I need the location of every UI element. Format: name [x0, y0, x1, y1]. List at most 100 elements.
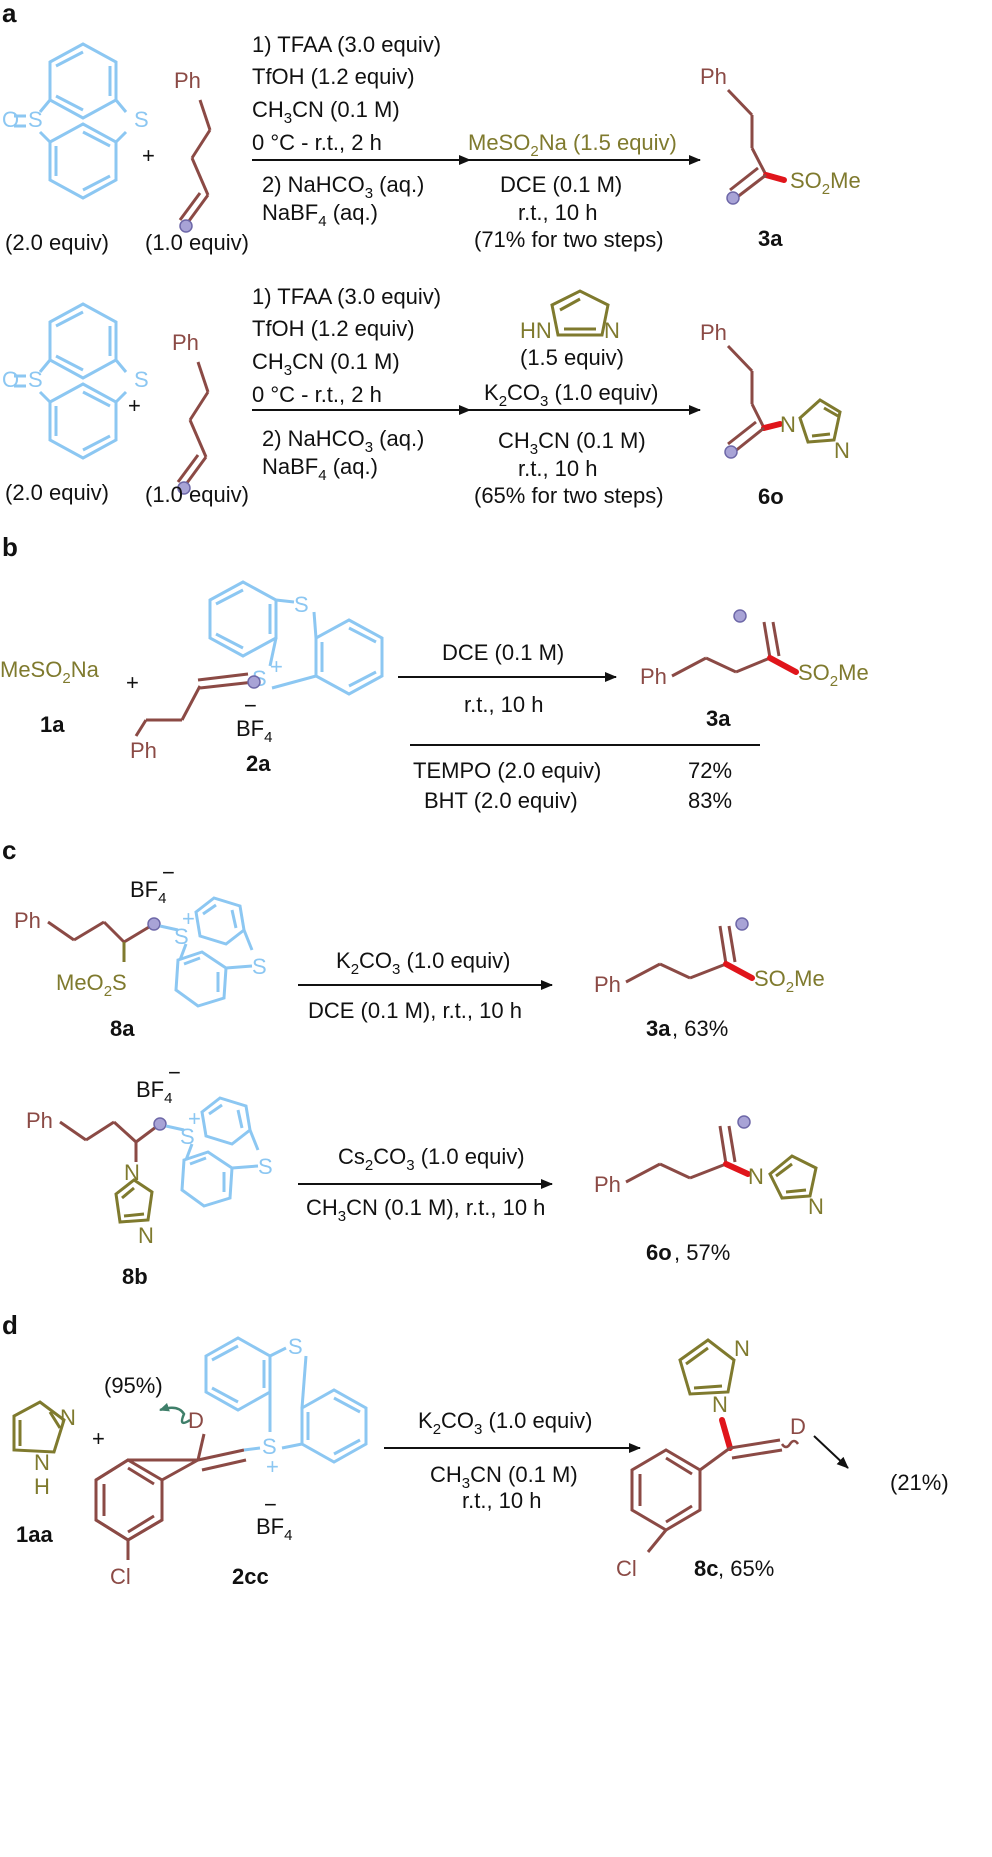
svg-text:+: +: [182, 906, 195, 931]
sulfonium-salt-2cc: (95%) D Cl S + S − BF4 2cc: [94, 1334, 368, 1589]
svg-text:MeO2S: MeO2S: [56, 970, 127, 1000]
svg-text:3a: 3a: [706, 706, 731, 731]
svg-text:Cl: Cl: [110, 1564, 131, 1589]
svg-text:−: −: [168, 1060, 181, 1085]
svg-text:H: H: [34, 1474, 50, 1499]
panel-label-a: a: [2, 0, 17, 28]
svg-text:3a: 3a: [758, 226, 783, 251]
svg-text:1aa: 1aa: [16, 1522, 53, 1547]
svg-text:(1.5 equiv): (1.5 equiv): [520, 345, 624, 370]
svg-text:(95%): (95%): [104, 1373, 163, 1398]
svg-text:r.t., 10 h: r.t., 10 h: [518, 200, 598, 225]
svg-text:DCE (0.1 M): DCE (0.1 M): [442, 640, 564, 665]
svg-text:CH3CN (0.1 M): CH3CN (0.1 M): [430, 1462, 578, 1492]
svg-text:(21%): (21%): [890, 1470, 949, 1495]
svg-text:N: N: [124, 1160, 140, 1185]
svg-text:2cc: 2cc: [232, 1564, 269, 1589]
svg-text:BF4: BF4: [236, 716, 272, 746]
product-3a-a1: Ph SO2Me 3a: [700, 64, 861, 251]
svg-text:MeSO2Na (1.5 equiv): MeSO2Na (1.5 equiv): [468, 130, 677, 160]
svg-text:N: N: [734, 1336, 750, 1361]
scavenger-table: TEMPO (2.0 equiv) 72% BHT (2.0 equiv) 83…: [413, 758, 732, 813]
svg-text:CH3CN (0.1 M): CH3CN (0.1 M): [252, 349, 400, 379]
svg-text:HN: HN: [520, 318, 552, 343]
svg-text:, 57%: , 57%: [674, 1240, 730, 1265]
svg-text:83%: 83%: [688, 788, 732, 813]
alkene-a2: Ph: [172, 330, 210, 496]
svg-text:DCE (0.1 M): DCE (0.1 M): [500, 172, 622, 197]
svg-text:6o: 6o: [758, 484, 784, 509]
svg-text:CH3CN (0.1 M): CH3CN (0.1 M): [252, 97, 400, 127]
svg-text:N: N: [604, 318, 620, 343]
svg-text:S: S: [28, 367, 43, 392]
svg-text:N: N: [138, 1223, 154, 1248]
svg-text:SO2Me: SO2Me: [754, 966, 825, 996]
product-3a-b: Ph SO2Me 3a: [640, 609, 869, 731]
svg-text:Ph: Ph: [172, 330, 199, 355]
svg-text:Ph: Ph: [26, 1108, 53, 1133]
svg-text:TfOH (1.2 equiv): TfOH (1.2 equiv): [252, 64, 415, 89]
panel-label-b: b: [2, 532, 18, 562]
product-8c: N N D (21%) Cl 8c , 65%: [616, 1336, 949, 1581]
table-row: TEMPO (2.0 equiv): [413, 758, 601, 783]
svg-text:K2CO3 (1.0 equiv): K2CO3 (1.0 equiv): [484, 380, 658, 410]
svg-text:−: −: [162, 860, 175, 885]
svg-text:+: +: [270, 654, 283, 679]
svg-text:8a: 8a: [110, 1016, 135, 1041]
svg-text:N: N: [34, 1450, 50, 1475]
svg-text:S: S: [134, 107, 149, 132]
product-6o-c2: Ph N N 6o , 57%: [594, 1115, 824, 1265]
svg-text:N: N: [60, 1405, 76, 1430]
svg-text:NaBF4 (aq.): NaBF4 (aq.): [262, 200, 378, 230]
intermediate-8a: Ph MeO2S BF4 − S + S 8a: [14, 860, 267, 1041]
equiv-sulfoxide-a1: (2.0 equiv): [5, 230, 109, 255]
svg-text:S: S: [252, 954, 267, 979]
svg-text:D: D: [188, 1408, 204, 1433]
svg-text:2) NaHCO3 (aq.): 2) NaHCO3 (aq.): [262, 426, 424, 456]
svg-text:r.t., 10 h: r.t., 10 h: [462, 1488, 542, 1513]
plus-a2: +: [128, 393, 141, 418]
imidazole-1aa: N N H 1aa: [12, 1400, 76, 1547]
thioxanthene-sulfoxide-a2: O S S: [2, 302, 149, 460]
svg-text:1) TFAA (3.0 equiv): 1) TFAA (3.0 equiv): [252, 284, 441, 309]
svg-text:, 63%: , 63%: [672, 1016, 728, 1041]
svg-text:S: S: [134, 367, 149, 392]
svg-text:S: S: [262, 1434, 277, 1459]
panel-label-c: c: [2, 835, 16, 865]
svg-text:TfOH (1.2 equiv): TfOH (1.2 equiv): [252, 316, 415, 341]
svg-text:Ph: Ph: [594, 1172, 621, 1197]
svg-text:N: N: [834, 438, 850, 463]
product-3a-c1: Ph SO2Me 3a , 63%: [594, 917, 825, 1041]
equiv-alkene-a2: (1.0 equiv): [145, 482, 249, 507]
svg-text:r.t., 10 h: r.t., 10 h: [518, 456, 598, 481]
svg-text:S: S: [258, 1154, 273, 1179]
svg-text:K2CO3 (1.0 equiv): K2CO3 (1.0 equiv): [336, 948, 510, 978]
svg-text:72%: 72%: [688, 758, 732, 783]
plus-b: +: [126, 670, 139, 695]
svg-text:Cs2CO3 (1.0 equiv): Cs2CO3 (1.0 equiv): [338, 1144, 525, 1174]
svg-text:2a: 2a: [246, 751, 271, 776]
svg-text:BF4: BF4: [256, 1514, 292, 1544]
svg-text:S: S: [288, 1334, 303, 1359]
svg-text:Ph: Ph: [130, 738, 157, 763]
svg-text:S: S: [294, 592, 309, 617]
svg-text:O: O: [2, 367, 19, 392]
svg-text:D: D: [790, 1414, 806, 1439]
svg-text:8b: 8b: [122, 1264, 148, 1289]
svg-text:3a: 3a: [646, 1016, 671, 1041]
plus-d: +: [92, 1426, 105, 1451]
svg-text:(65% for two steps): (65% for two steps): [474, 483, 664, 508]
svg-text:SO2Me: SO2Me: [798, 660, 869, 690]
svg-text:+: +: [266, 1454, 279, 1479]
svg-text:8c: 8c: [694, 1556, 718, 1581]
svg-text:CH3CN (0.1 M): CH3CN (0.1 M): [498, 428, 646, 458]
sulfonium-salt-2a: S S + Ph − BF4 2a: [130, 580, 384, 776]
thioxanthene-sulfoxide-a1: O S S: [2, 42, 149, 200]
svg-text:1) TFAA (3.0 equiv): 1) TFAA (3.0 equiv): [252, 32, 441, 57]
svg-text:NaBF4 (aq.): NaBF4 (aq.): [262, 454, 378, 484]
alkene-a1: Ph: [174, 68, 212, 234]
intermediate-8b: Ph N N BF4 − S + S 8b: [26, 1060, 273, 1289]
svg-text:−: −: [264, 1492, 277, 1517]
panel-label-d: d: [2, 1310, 18, 1340]
plus-a1: +: [142, 143, 155, 168]
